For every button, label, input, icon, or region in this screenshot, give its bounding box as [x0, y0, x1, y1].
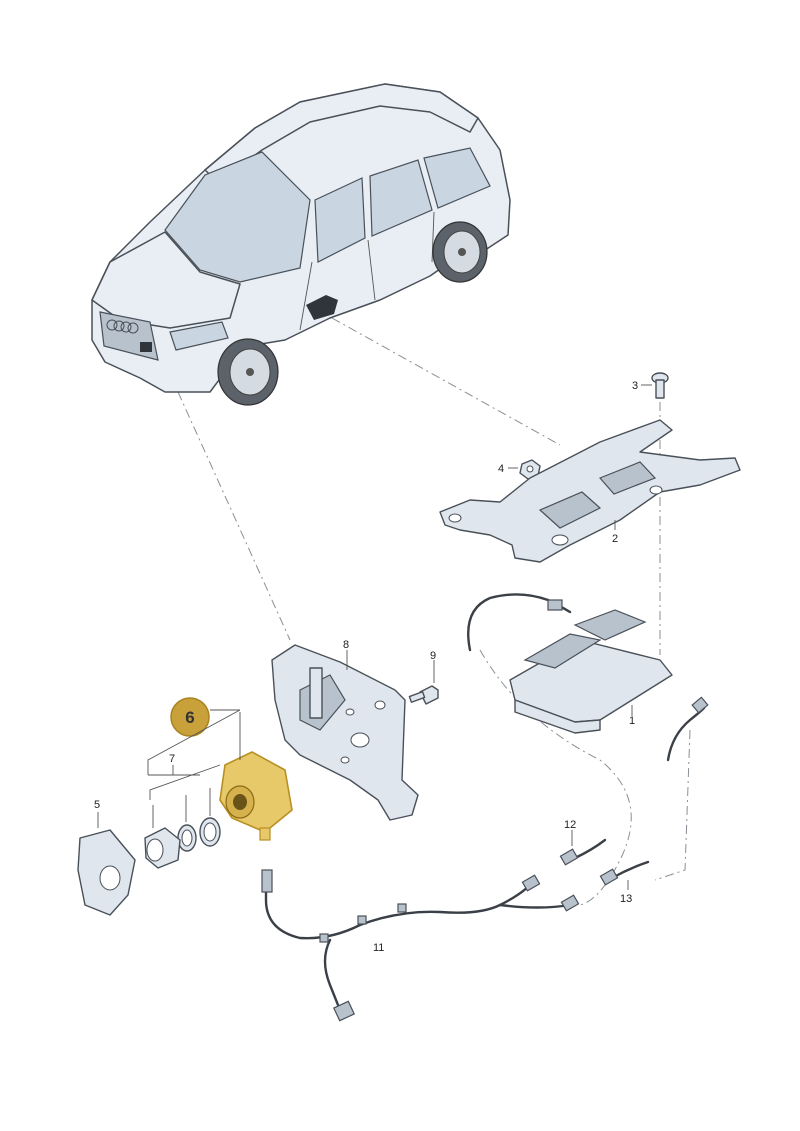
rear-wheel	[432, 221, 488, 283]
callout-labels: 3 4 2 1 8 9 7 5 12 13 11	[94, 380, 638, 954]
part-bolt-9	[408, 660, 439, 705]
callout-5: 5	[94, 799, 100, 811]
highlight-badge-label: 6	[185, 708, 194, 727]
callout-13: 13	[620, 893, 632, 905]
callout-9: 9	[430, 650, 436, 662]
audi-rings	[106, 319, 139, 334]
callout-7: 7	[169, 753, 175, 765]
callout-2: 2	[612, 533, 618, 545]
part-wiring-harness-11	[261, 869, 580, 1022]
part-mounting-plate-8	[271, 644, 419, 821]
part-control-unit-1	[467, 593, 673, 734]
callout-1: 1	[629, 715, 635, 727]
part-ring-set-7	[144, 709, 241, 869]
callout-11: 11	[373, 942, 384, 954]
part-nut-4	[508, 459, 541, 480]
part-camera-6-highlighted	[219, 712, 293, 841]
callout-3: 3	[632, 380, 638, 392]
front-wheel	[217, 338, 279, 406]
callout-8: 8	[343, 639, 349, 651]
part-shield-5	[77, 812, 136, 916]
part-screw-3	[641, 372, 669, 399]
guide-lines	[177, 317, 691, 906]
car-illustration	[91, 83, 511, 406]
callout-4: 4	[498, 463, 504, 475]
part-adapter-cable-13	[599, 696, 709, 890]
callout-12: 12	[564, 819, 576, 831]
part-adapter-cable-12	[559, 830, 607, 866]
part-bracket-2	[439, 419, 741, 563]
highlight-badge[interactable]: 6	[170, 697, 210, 737]
